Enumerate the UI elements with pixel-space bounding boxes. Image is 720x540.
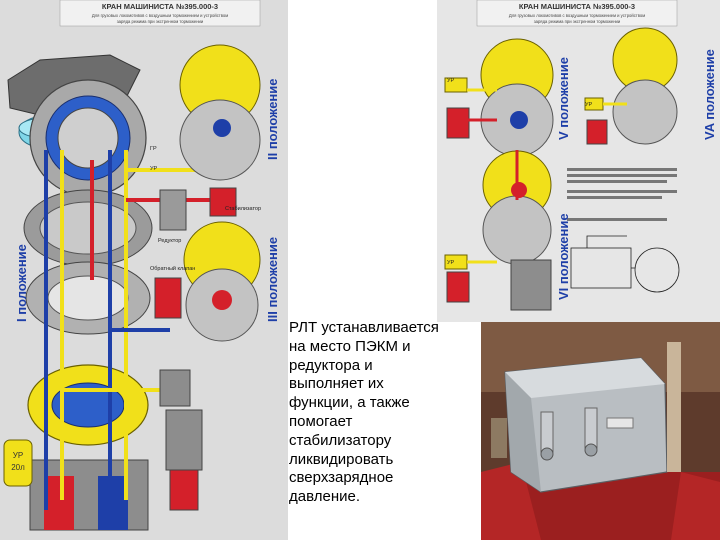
right-header-title: КРАН МАШИНИСТА №395.000-3: [519, 2, 635, 11]
ur-tank-label: УР: [13, 451, 23, 460]
right-header-subtitle-2: заряда режима при экстренном торможении: [534, 19, 621, 24]
label-check-valve: Обратный клапан: [150, 265, 195, 272]
right-label-ur-3: УР: [447, 260, 454, 266]
caption-text: РЛТ устанавливается на место ПЭКМ и реду…: [289, 319, 485, 507]
right-label-ur: УР: [447, 78, 454, 84]
crane-body-stack: [23, 79, 153, 531]
left-small-devices: [154, 187, 237, 511]
right-gauges-vi: [444, 150, 552, 311]
ur-tank-volume: 20л: [11, 463, 25, 472]
right-diagram: КРАН МАШИНИСТА №395.000-3 Для грузовых л…: [444, 0, 717, 311]
left-gauges: [179, 44, 261, 342]
right-text-blocks: [567, 168, 677, 221]
photo-illustration: [481, 322, 720, 540]
ur-tank: [3, 439, 33, 487]
label-position-1: I положение: [14, 244, 29, 322]
right-air-lines: [467, 88, 627, 264]
caption-line: ликвидировать: [289, 450, 394, 468]
label-position-5a: VA положение: [702, 49, 717, 140]
caption-line: функции, а также: [289, 394, 410, 412]
right-gauges-va: [584, 27, 678, 145]
caption-line: давление.: [289, 488, 360, 506]
left-air-channels: [44, 150, 220, 510]
label-reductor: Редуктор: [158, 238, 181, 244]
label-position-6: VI положение: [556, 213, 571, 300]
left-header-subtitle-1: Для грузовых локомотивов с воздушным тор…: [92, 13, 228, 18]
label-position-2: II положение: [265, 78, 280, 160]
rlt-device-photo: [481, 322, 720, 540]
caption-line: выполняет их: [289, 375, 384, 393]
caption-line: сверхзарядное: [289, 469, 394, 487]
label-ur: УР: [150, 166, 157, 172]
label-gr: ГР: [150, 146, 157, 152]
right-header-subtitle-1: Для грузовых локомотивов с воздушным тор…: [509, 13, 645, 18]
label-position-3: III положение: [265, 237, 280, 322]
left-diagram: КРАН МАШИНИСТА №395.000-3 Для грузовых л…: [3, 0, 280, 531]
right-diagram-panel: КРАН МАШИНИСТА №395.000-3 Для грузовых л…: [437, 0, 720, 322]
label-position-5: V положение: [556, 57, 571, 140]
caption-line: редуктора и: [289, 356, 373, 374]
caption-line: РЛТ устанавливается: [289, 319, 439, 336]
left-header-title: КРАН МАШИНИСТА №395.000-3: [102, 2, 218, 11]
caption-line: стабилизатору: [289, 431, 392, 449]
right-gauges-v: [444, 38, 554, 157]
right-schematic: [570, 235, 680, 293]
left-diagram-panel: КРАН МАШИНИСТА №395.000-3 Для грузовых л…: [0, 0, 288, 540]
caption-line: помогает: [289, 412, 353, 430]
caption-line: на место ПЭКМ и: [289, 337, 411, 355]
left-header-subtitle-2: заряда режима при экстренном торможении: [117, 19, 204, 24]
label-stabilizer: Стабилизатор: [225, 206, 261, 212]
right-label-ur-2: УР: [585, 102, 592, 108]
